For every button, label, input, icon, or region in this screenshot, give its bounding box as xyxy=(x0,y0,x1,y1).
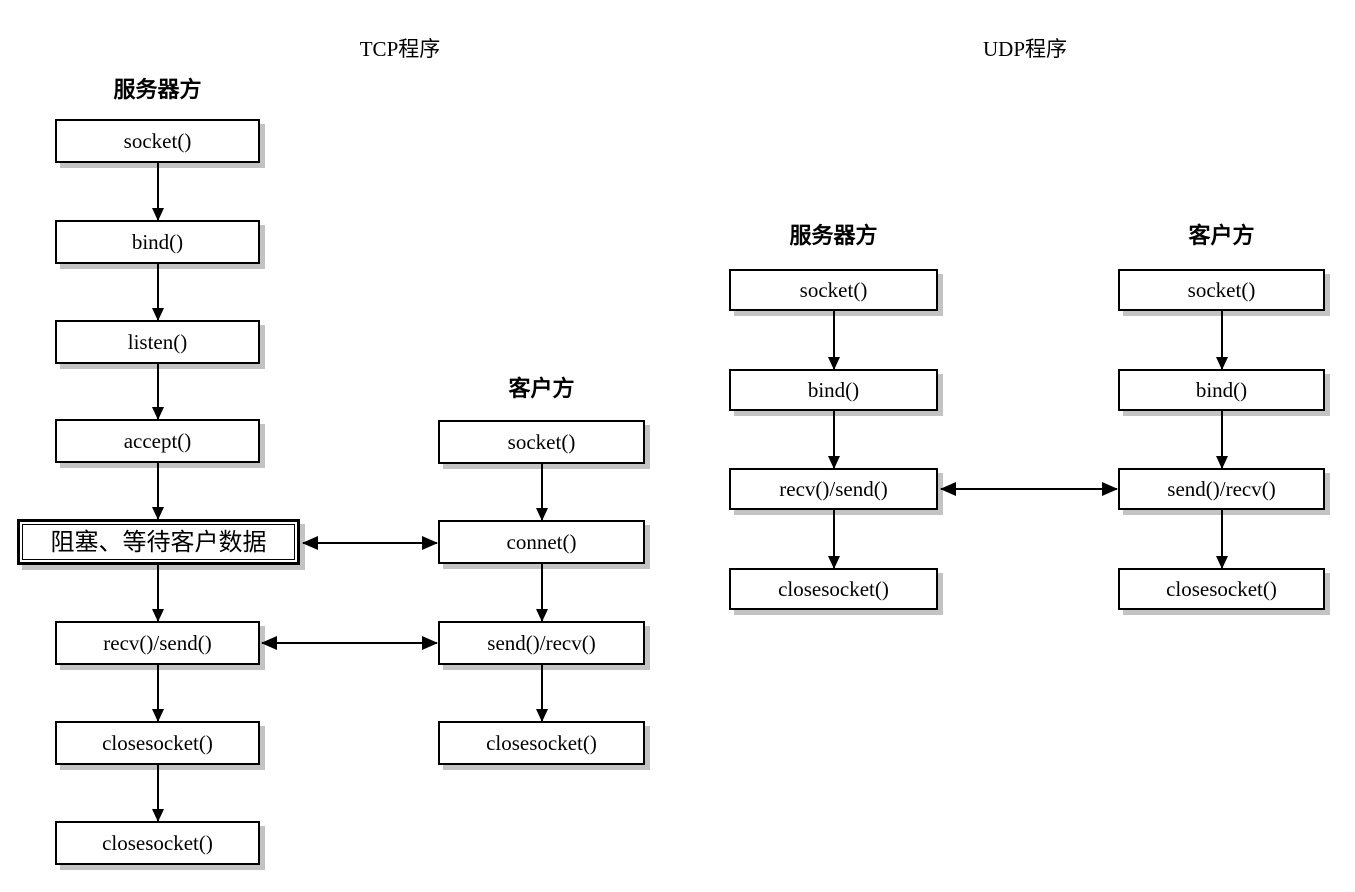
flow-arrow-down-4 xyxy=(157,565,159,621)
node-udp-client-3[interactable]: closesocket() xyxy=(1118,568,1325,610)
node-tcp-server-6[interactable]: closesocket() xyxy=(55,721,260,765)
flow-arrow-down-13 xyxy=(1221,311,1223,369)
column-label-1: 客户方 xyxy=(508,376,575,402)
node-tcp-server-3[interactable]: accept() xyxy=(55,419,260,463)
flow-arrow-down-8 xyxy=(541,564,543,621)
node-udp-server-3[interactable]: closesocket() xyxy=(729,568,938,610)
node-tcp-server-4[interactable]: 阻塞、等待客户数据 xyxy=(17,519,300,565)
node-tcp-client-0[interactable]: socket() xyxy=(438,420,645,464)
node-udp-client-2[interactable]: send()/recv() xyxy=(1118,468,1325,510)
column-label-3: 客户方 xyxy=(1188,223,1255,249)
flow-arrow-down-10 xyxy=(833,311,835,369)
flow-arrow-down-12 xyxy=(833,510,835,568)
column-label-2: 服务器方 xyxy=(789,223,878,249)
flow-arrow-down-6 xyxy=(157,765,159,821)
flow-arrow-down-7 xyxy=(541,464,543,520)
section-title-udp: UDP程序 xyxy=(982,37,1067,61)
flow-arrow-down-5 xyxy=(157,665,159,721)
node-udp-server-0[interactable]: socket() xyxy=(729,269,938,311)
node-udp-server-1[interactable]: bind() xyxy=(729,369,938,411)
node-tcp-server-0[interactable]: socket() xyxy=(55,119,260,163)
node-tcp-server-1[interactable]: bind() xyxy=(55,220,260,264)
section-title-tcp: TCP程序 xyxy=(359,37,441,61)
node-udp-server-2[interactable]: recv()/send() xyxy=(729,468,938,510)
node-tcp-server-2[interactable]: listen() xyxy=(55,320,260,364)
column-label-0: 服务器方 xyxy=(113,77,202,103)
node-tcp-server-5[interactable]: recv()/send() xyxy=(55,621,260,665)
flow-arrow-bidirectional-0 xyxy=(303,542,437,544)
flow-arrow-down-11 xyxy=(833,411,835,468)
flow-arrow-down-3 xyxy=(157,463,159,519)
node-tcp-client-3[interactable]: closesocket() xyxy=(438,721,645,765)
node-udp-client-0[interactable]: socket() xyxy=(1118,269,1325,311)
flow-arrow-down-14 xyxy=(1221,411,1223,468)
flow-arrow-down-9 xyxy=(541,665,543,721)
flow-arrow-down-0 xyxy=(157,163,159,220)
flow-arrow-down-2 xyxy=(157,364,159,419)
node-tcp-client-2[interactable]: send()/recv() xyxy=(438,621,645,665)
node-tcp-server-7[interactable]: closesocket() xyxy=(55,821,260,865)
flow-arrow-down-1 xyxy=(157,264,159,320)
node-udp-client-1[interactable]: bind() xyxy=(1118,369,1325,411)
node-tcp-client-1[interactable]: connet() xyxy=(438,520,645,564)
flow-arrow-bidirectional-2 xyxy=(941,488,1117,490)
flow-arrow-down-15 xyxy=(1221,510,1223,568)
flow-arrow-bidirectional-1 xyxy=(262,642,437,644)
